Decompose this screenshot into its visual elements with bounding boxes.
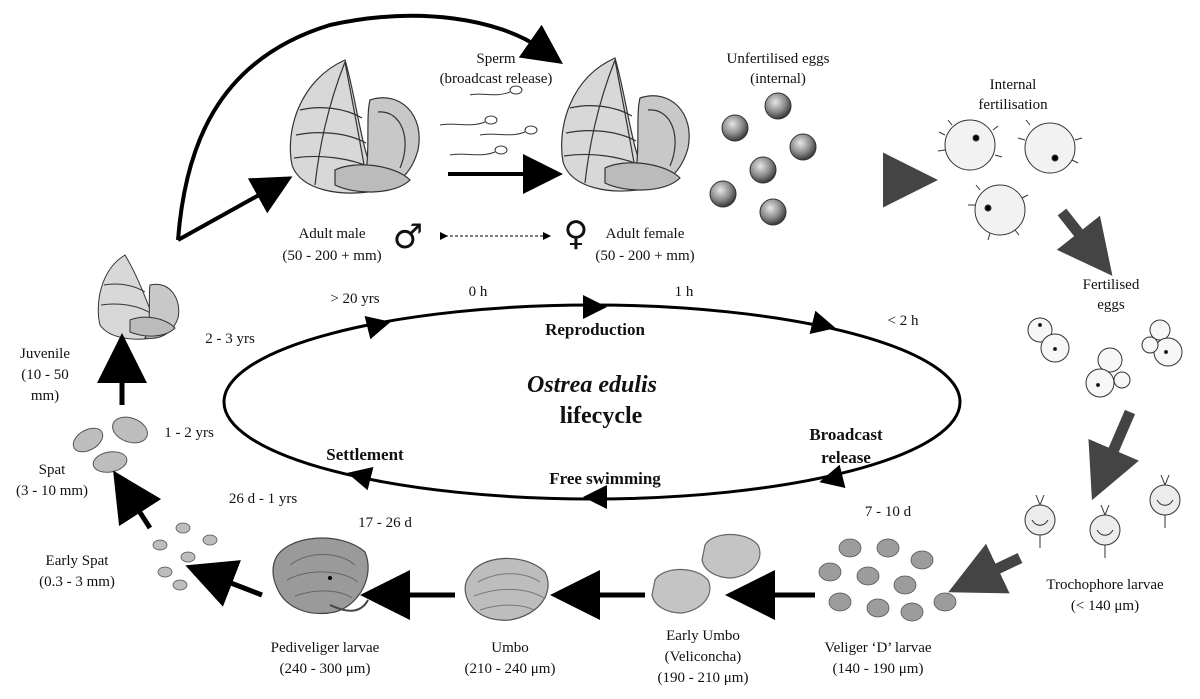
label-trochophore-2: (< 140 μm) — [1071, 598, 1139, 614]
label-juvenile-3: mm) — [31, 388, 59, 404]
time-1h: 1 h — [675, 284, 694, 300]
label-early-spat-2: (0.3 - 3 mm) — [39, 574, 115, 590]
unfertilised-eggs-image — [709, 92, 817, 226]
phase-broadcast-1: Broadcast — [809, 425, 883, 444]
label-early-umbo-2: (Veliconcha) — [665, 649, 742, 665]
label-unfert-1: Unfertilised eggs — [727, 51, 830, 67]
male-symbol: ♂ — [393, 217, 423, 257]
title-lifecycle: lifecycle — [560, 403, 643, 429]
lifecycle-ring — [222, 295, 962, 509]
early-spat-image — [152, 522, 218, 591]
label-trochophore-1: Trochophore larvae — [1046, 577, 1164, 593]
label-early-umbo-3: (190 - 210 μm) — [658, 670, 749, 686]
label-female-1: Adult female — [606, 226, 685, 242]
early-spat-to-spat-arrow — [113, 470, 162, 530]
pediveliger-image — [272, 537, 369, 614]
time-2-3yrs: 2 - 3 yrs — [205, 331, 255, 347]
ring-arrow-6 — [347, 466, 374, 491]
label-umbo-2: (210 - 240 μm) — [465, 661, 556, 677]
label-spat-1: Spat — [39, 462, 67, 478]
time-0h: 0 h — [469, 284, 488, 300]
fertilisation-to-fertilised-arrow — [1056, 208, 1113, 276]
juvenile-oyster-image — [97, 254, 180, 340]
time-7-10d: 7 - 10 d — [865, 504, 912, 520]
label-veliger-2: (140 - 190 μm) — [833, 661, 924, 677]
label-sperm-1: Sperm — [476, 51, 515, 67]
label-early-umbo-1: Early Umbo — [666, 628, 740, 644]
label-spat-2: (3 - 10 mm) — [16, 483, 88, 499]
label-intfert-2: fertilisation — [978, 97, 1048, 113]
trochophore-larvae-image — [1024, 474, 1181, 558]
label-umbo-1: Umbo — [491, 640, 529, 656]
label-pediveliger-2: (240 - 300 μm) — [280, 661, 371, 677]
label-pediveliger-1: Pediveliger larvae — [271, 640, 380, 656]
stage-labels: Sperm (broadcast release) Unfertilised e… — [16, 51, 1164, 686]
phase-settlement: Settlement — [326, 445, 404, 464]
internal-fertilisation-image — [937, 119, 1083, 241]
label-unfert-2: (internal) — [750, 71, 806, 87]
time-20yrs: > 20 yrs — [330, 291, 379, 307]
label-sperm-2: (broadcast release) — [440, 71, 553, 87]
early-umbo-image — [651, 533, 761, 614]
juvenile-to-male-arrow — [177, 176, 293, 242]
adult-male-oyster-image — [289, 59, 420, 194]
ring-arrow-4 — [819, 464, 846, 489]
adult-female-oyster-image — [561, 57, 690, 192]
sperm-image — [439, 85, 538, 156]
female-symbol: ♀ — [564, 214, 589, 254]
fertilised-to-trochophore-arrow — [1088, 409, 1139, 501]
pediveliger-to-early-spat-arrow — [185, 560, 263, 607]
time-17-26d: 17 - 26 d — [358, 515, 412, 531]
phase-broadcast-2: release — [821, 448, 871, 467]
label-male-2: (50 - 200 + mm) — [282, 248, 381, 264]
label-fert-2: eggs — [1097, 297, 1125, 313]
label-early-spat-1: Early Spat — [46, 553, 110, 569]
fertilised-eggs-image — [1027, 317, 1183, 398]
label-female-2: (50 - 200 + mm) — [595, 248, 694, 264]
label-intfert-1: Internal — [990, 77, 1037, 93]
umbo-image — [464, 557, 549, 621]
spat-image — [72, 416, 148, 473]
label-juvenile-2: (10 - 50 — [21, 367, 69, 383]
title-species: Ostrea edulis — [527, 372, 657, 398]
ring-arrow-1 — [364, 315, 391, 340]
time-26d-1yrs: 26 d - 1 yrs — [229, 491, 297, 507]
arc-arrow — [176, 13, 563, 241]
ring-arrow-3 — [809, 310, 836, 335]
phase-reproduction: Reproduction — [545, 320, 645, 339]
label-male-1: Adult male — [298, 226, 365, 242]
time-2h: < 2 h — [888, 313, 919, 329]
phase-free-swimming: Free swimming — [549, 469, 661, 488]
time-1-2yrs: 1 - 2 yrs — [164, 425, 214, 441]
flow-arrows — [97, 13, 1139, 620]
trochophore-to-veliger-arrow — [948, 543, 1023, 594]
label-veliger-1: Veliger ‘D’ larvae — [824, 640, 932, 656]
label-juvenile-1: Juvenile — [20, 346, 70, 362]
label-fert-1: Fertilised — [1083, 277, 1140, 293]
veliger-larvae-image — [818, 538, 957, 622]
